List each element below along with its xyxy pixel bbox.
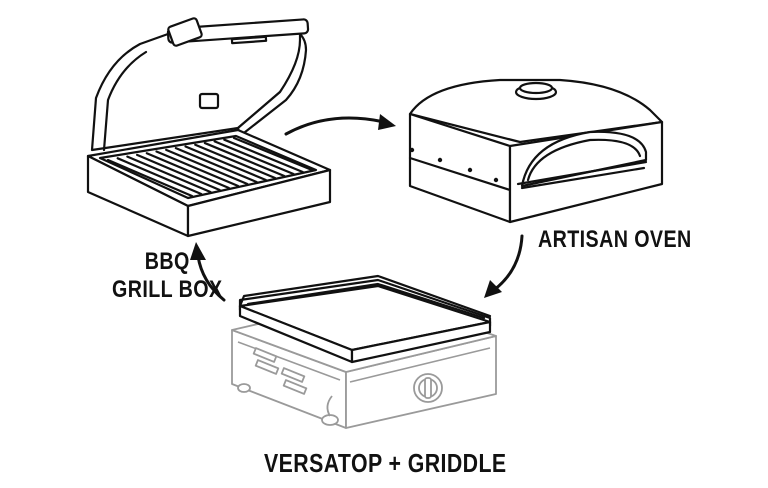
artisan-oven-label: ARTISAN OVEN <box>538 226 692 253</box>
versatop-griddle-label: VERSATOP + GRIDDLE <box>264 448 507 478</box>
arrow-oven-to-griddle <box>484 234 524 298</box>
grate-bar <box>145 152 231 190</box>
grate-bar <box>155 150 240 188</box>
grate-bar <box>223 138 304 174</box>
bbq-grill-box-label: BBQ GRILL BOX <box>112 248 222 304</box>
grate-bar <box>213 140 295 176</box>
grill-grate <box>106 136 314 198</box>
bbq-label-line1: BBQ <box>144 248 190 275</box>
grate-bar <box>116 157 203 196</box>
arrow-grill-to-oven <box>284 114 396 136</box>
grate-bar <box>126 155 212 194</box>
grate-bar <box>232 136 314 172</box>
grate-bar <box>194 143 277 180</box>
grate-bar <box>184 145 267 182</box>
grate-bar <box>106 158 194 198</box>
arrow-griddle-to-grill <box>190 242 226 302</box>
grate-bar <box>165 148 249 186</box>
artisan-oven-illustration <box>408 78 664 224</box>
bbq-grill-box-illustration <box>86 17 332 238</box>
grate-bar <box>203 141 286 178</box>
grate-bar <box>174 147 258 184</box>
versatop-griddle-illustration <box>231 274 497 429</box>
grate-bar <box>135 153 221 192</box>
bbq-label-line2: GRILL BOX <box>112 276 223 303</box>
